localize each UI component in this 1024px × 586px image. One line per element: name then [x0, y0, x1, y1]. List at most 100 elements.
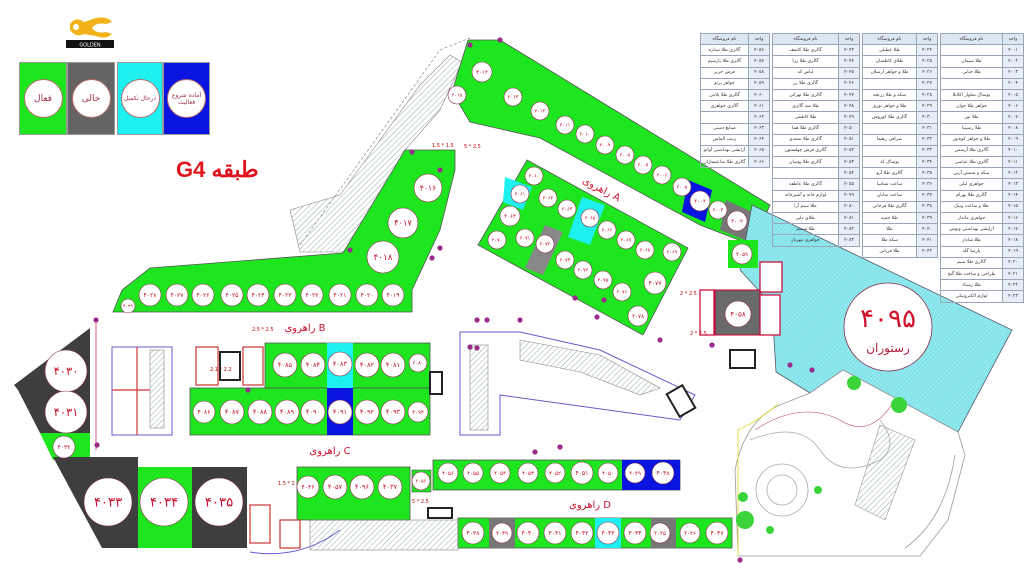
shop-unit-circle[interactable] [649, 522, 671, 544]
shop-unit-circle[interactable] [411, 471, 431, 491]
shop-unit-a-block[interactable]: ۴۰۷۳ [555, 250, 575, 270]
shop-unit-a-block[interactable]: ۴۰۶۶ [597, 220, 617, 240]
shop-unit-circle[interactable] [575, 124, 595, 144]
shop-unit-circle[interactable] [354, 399, 380, 425]
shop-unit-west-strip[interactable]: ۴۰۲۴ [246, 283, 270, 307]
shop-unit-circle[interactable] [544, 462, 566, 484]
shop-unit-circle[interactable] [191, 283, 215, 307]
shop-unit-b-block[interactable]: ۴۰۸۸ [247, 399, 273, 425]
shop-unit-d-upper[interactable]: ۴۰۵۳ [517, 462, 539, 484]
shop-unit-circle[interactable] [194, 477, 244, 527]
shop-unit-west-strip[interactable]: ۴۰۲۳ [273, 283, 297, 307]
shop-unit-b-block[interactable]: ۴۰۸۶ [192, 400, 216, 424]
shop-unit-d-lower[interactable]: ۴۰۴۴ [623, 521, 647, 545]
shop-unit-c-block[interactable]: ۴۰۳۶ [296, 475, 320, 499]
shop-unit-b-block[interactable]: ۴۰۸۵ [272, 352, 298, 378]
shop-unit-d-lower[interactable]: ۴۰۴۶ [679, 522, 701, 544]
shop-unit-circle[interactable] [322, 474, 348, 500]
shop-unit-circle[interactable] [515, 228, 535, 248]
shop-unit-circle[interactable] [597, 220, 617, 240]
shop-unit-d-lower[interactable]: ۴۰۴۷ [705, 521, 729, 545]
shop-unit-circle[interactable] [593, 270, 613, 290]
shop-unit-west-strip[interactable]: ۴۰۱۹ [381, 283, 405, 307]
shop-unit-west-strip[interactable]: ۴۰۱۶ [413, 173, 443, 203]
shop-unit-west-strip[interactable]: ۴۰۱۴ [471, 61, 493, 83]
shop-unit-d-lower[interactable]: ۴۰۴۳ [596, 521, 620, 545]
shop-unit-b-block[interactable]: ۴۰۹۴ [407, 401, 429, 423]
shop-unit-circle[interactable] [597, 462, 619, 484]
shop-unit-circle[interactable] [570, 461, 594, 485]
shop-unit-circle[interactable] [273, 283, 297, 307]
shop-unit-circle[interactable] [120, 298, 136, 314]
shop-unit-west-strip[interactable]: ۴۰۲۱ [328, 283, 352, 307]
shop-unit-d-upper[interactable]: ۴۰۵۴ [489, 462, 511, 484]
shop-unit-west-strip[interactable]: ۴۰۱۸ [366, 240, 400, 274]
shop-unit-circle[interactable] [487, 230, 507, 250]
shop-unit-circle[interactable] [570, 521, 594, 545]
shop-unit-circle[interactable] [538, 188, 558, 208]
shop-unit-circle[interactable] [349, 474, 375, 500]
restaurant-unit-circle[interactable] [843, 282, 933, 372]
shop-unit-a-block[interactable]: ۴۰۷۴ [573, 260, 593, 280]
shop-unit-circle[interactable] [724, 300, 752, 328]
shop-unit-circle[interactable] [408, 353, 428, 373]
shop-unit-circle[interactable] [83, 477, 133, 527]
shop-unit-d-upper[interactable]: ۴۰۵۵ [462, 462, 484, 484]
shop-unit-circle[interactable] [557, 199, 577, 219]
shop-unit-circle[interactable] [354, 352, 380, 378]
shop-unit-a-block[interactable]: ۴۰۶۲ [538, 188, 558, 208]
shop-unit-circle[interactable] [543, 521, 567, 545]
shop-unit-circle[interactable] [596, 521, 620, 545]
shop-unit-circle[interactable] [327, 351, 353, 377]
shop-unit-a-block[interactable]: ۴۰۷۲ [535, 234, 555, 254]
shop-unit-circle[interactable] [246, 283, 270, 307]
shop-unit-a-block[interactable]: ۴۰۷۶ [612, 282, 632, 302]
shop-unit-circle[interactable] [689, 190, 711, 212]
shop-unit-west-block[interactable]: ۴۰۳۴ [139, 477, 189, 527]
shop-unit-circle[interactable] [705, 521, 729, 545]
shop-unit-ne-band[interactable]: ۴۰۱۱ [555, 115, 575, 135]
shop-unit-west-strip[interactable]: ۴۰۲۲ [300, 283, 324, 307]
shop-unit-circle[interactable] [510, 184, 530, 204]
shop-unit-circle[interactable] [499, 205, 521, 227]
shop-unit-west-strip[interactable]: ۴۰۱۵ [447, 85, 467, 105]
shop-unit-circle[interactable] [462, 462, 484, 484]
shop-unit-a-block[interactable]: ۴۰۶۷ [616, 230, 636, 250]
shop-unit-a-block[interactable]: ۴۰۶۹ [662, 242, 682, 262]
shop-unit-circle[interactable] [380, 399, 406, 425]
shop-unit-west-block[interactable]: ۴۰۳۵ [194, 477, 244, 527]
shop-unit-west-strip[interactable]: ۴۰۲۷ [165, 283, 189, 307]
shop-unit-circle[interactable] [165, 283, 189, 307]
shop-unit-circle[interactable] [300, 352, 326, 378]
shop-unit-circle[interactable] [461, 521, 485, 545]
shop-unit-circle[interactable] [535, 234, 555, 254]
shop-unit-circle[interactable] [139, 477, 189, 527]
shop-unit-d-upper[interactable]: ۴۰۵۰ [597, 462, 619, 484]
shop-unit-circle[interactable] [447, 85, 467, 105]
shop-unit-ne-band[interactable]: ۴۰۱۳ [503, 87, 523, 107]
shop-unit-d-lower[interactable]: ۴۰۴۰ [516, 521, 540, 545]
shop-unit-a-block[interactable]: ۴۰۷۸ [627, 305, 649, 327]
shop-unit-circle[interactable] [300, 399, 326, 425]
shop-unit-circle[interactable] [624, 462, 646, 484]
shop-unit-circle[interactable] [380, 352, 406, 378]
shop-unit-circle[interactable] [627, 305, 649, 327]
shop-unit-circle[interactable] [616, 230, 636, 250]
shop-unit-circle[interactable] [381, 283, 405, 307]
shop-unit-circle[interactable] [612, 282, 632, 302]
shop-unit-west-strip[interactable]: ۴۰۲۹ [120, 298, 136, 314]
shop-unit-west-strip[interactable]: ۴۰۱۷ [387, 207, 419, 239]
shop-unit-d-upper[interactable]: ۴۰۴۸ [651, 461, 675, 485]
shop-unit-circle[interactable] [327, 399, 353, 425]
shop-unit-a-block[interactable]: ۴۰۷۰ [487, 230, 507, 250]
shop-unit-ne-band[interactable]: ۴۰۰۴ [689, 190, 711, 212]
shop-unit-b-block[interactable]: ۴۰۸۳ [327, 351, 353, 377]
shop-unit-ne-band[interactable]: ۴۰۰۹ [595, 135, 615, 155]
shop-unit-circle[interactable] [274, 399, 300, 425]
shop-unit-circle[interactable] [672, 177, 692, 197]
shop-unit-circle[interactable] [524, 166, 544, 186]
shop-unit-a-block[interactable]: ۴۰۷۷ [643, 271, 667, 295]
shop-unit-circle[interactable] [300, 283, 324, 307]
shop-unit-circle[interactable] [192, 400, 216, 424]
shop-unit-circle[interactable] [633, 155, 653, 175]
